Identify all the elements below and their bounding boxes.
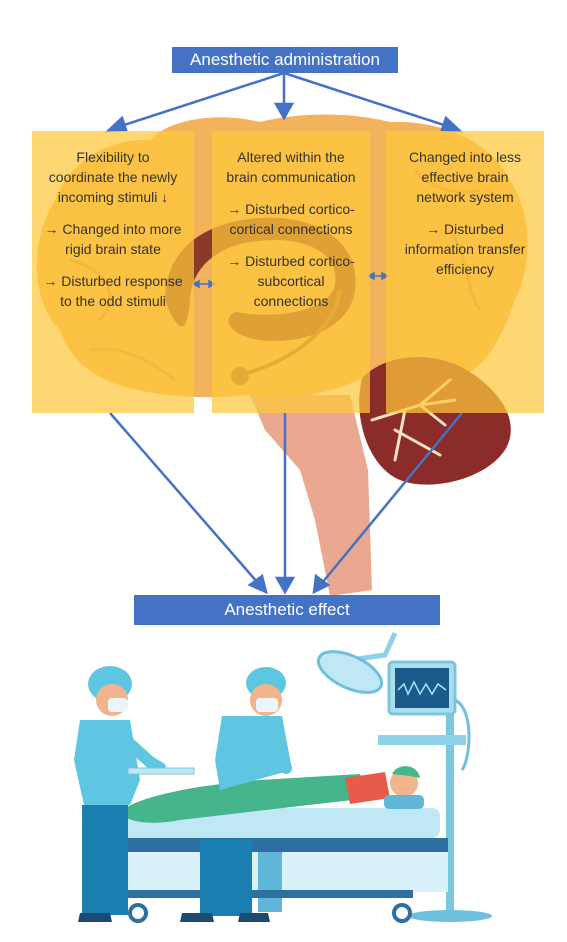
surgeon-right-mask — [256, 698, 278, 712]
bottom-arrows — [109, 412, 463, 595]
bed-wheel-right — [392, 903, 412, 923]
bed-bottom-bar — [128, 890, 413, 898]
stand-base — [408, 910, 492, 922]
surgeon-left-body — [74, 720, 140, 805]
surgeon-left-arm — [114, 729, 166, 774]
bed-frame — [92, 838, 448, 852]
surgeon-right-arm — [222, 729, 292, 774]
patient-blanket — [120, 774, 370, 823]
panel-network-item-1: → Disturbed information transfer efficie… — [404, 221, 526, 277]
patient-cap — [392, 766, 420, 778]
surgical-lamp — [316, 650, 384, 694]
panel-flexibility-item-2: → Disturbed response to the odd stimuli — [43, 273, 183, 309]
patient-pillow — [384, 795, 424, 809]
panel-communication-item-2: → Disturbed cortico-subcortical connecti… — [227, 253, 355, 309]
monitor-cable — [454, 698, 471, 771]
surgeon-right-legs — [200, 840, 252, 916]
surgeon-shoes — [78, 913, 270, 922]
panel-flexibility-item-1: → Changed into more rigid brain state — [44, 221, 182, 257]
panel-network: Changed into less effective brain networ… — [386, 131, 544, 413]
instrument-tray — [127, 767, 195, 775]
panel-flexibility-heading: Flexibility to coordinate the newly inco… — [48, 149, 178, 205]
bed-leg — [258, 852, 282, 912]
panel-communication-item-1: → Disturbed cortico-cortical connections — [227, 201, 355, 237]
surgeon-left-mask — [108, 698, 128, 712]
surgeon-left-legs — [82, 805, 128, 915]
panel-network-heading: Changed into less effective brain networ… — [408, 149, 522, 205]
panel-link-arrows — [191, 271, 390, 289]
patient-shirt — [345, 772, 390, 804]
monitor-screen — [395, 668, 449, 708]
anesthetic-effect-label: Anesthetic effect — [134, 595, 440, 625]
panel-communication-heading: Altered within the brain communication — [226, 149, 356, 185]
monitor-shelf — [378, 735, 466, 745]
monitor-waveform — [397, 680, 447, 696]
brainstem-shape — [250, 395, 372, 596]
anesthetic-administration-label: Anesthetic administration — [172, 47, 398, 73]
bed-wheel-left — [128, 903, 148, 923]
monitor-stand — [446, 714, 454, 914]
top-arrows — [104, 71, 464, 133]
surgery-scene — [74, 631, 492, 923]
panel-communication: Altered within the brain communication →… — [212, 131, 370, 413]
panel-flexibility: Flexibility to coordinate the newly inco… — [32, 131, 194, 413]
